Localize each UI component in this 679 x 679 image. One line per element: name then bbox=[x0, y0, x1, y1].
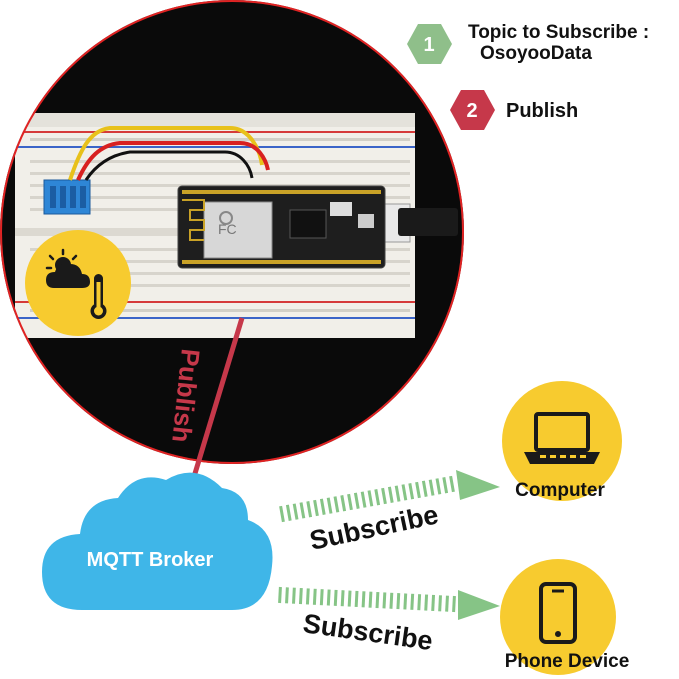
svg-text:FC: FC bbox=[218, 221, 237, 237]
smartphone-icon bbox=[539, 582, 577, 644]
legend-step-2: 2 Publish bbox=[450, 90, 578, 130]
subscribe-top-label: Subscribe bbox=[307, 499, 441, 555]
computer-node: Computer bbox=[502, 381, 622, 501]
legend-step-2-number: 2 bbox=[466, 100, 477, 122]
legend-step-1-number: 1 bbox=[423, 34, 434, 56]
sensor-badge bbox=[25, 230, 131, 336]
legend-step-1-topic: OsoyooData bbox=[480, 43, 592, 64]
subscribe-arrow-bottom bbox=[278, 586, 500, 620]
mqtt-broker-cloud: MQTT Broker bbox=[42, 472, 273, 610]
legend-step-2-text: Publish bbox=[506, 100, 578, 122]
weather-thermometer-icon bbox=[45, 248, 107, 319]
subscribe-arrow-top bbox=[279, 470, 500, 523]
legend-step-1: 1 Topic to Subscribe : OsoyooData bbox=[407, 22, 649, 64]
legend: 1 Topic to Subscribe : OsoyooData 2 Publ… bbox=[407, 22, 649, 130]
legend-step-1-text: Topic to Subscribe : bbox=[468, 22, 649, 43]
board-photo: FC bbox=[0, 0, 464, 464]
phone-node: Phone Device bbox=[500, 559, 629, 675]
phone-label: Phone Device bbox=[505, 651, 630, 672]
computer-label: Computer bbox=[515, 480, 605, 501]
subscribe-bottom-label: Subscribe bbox=[301, 608, 434, 656]
laptop-icon bbox=[524, 412, 600, 464]
broker-label: MQTT Broker bbox=[87, 549, 214, 571]
